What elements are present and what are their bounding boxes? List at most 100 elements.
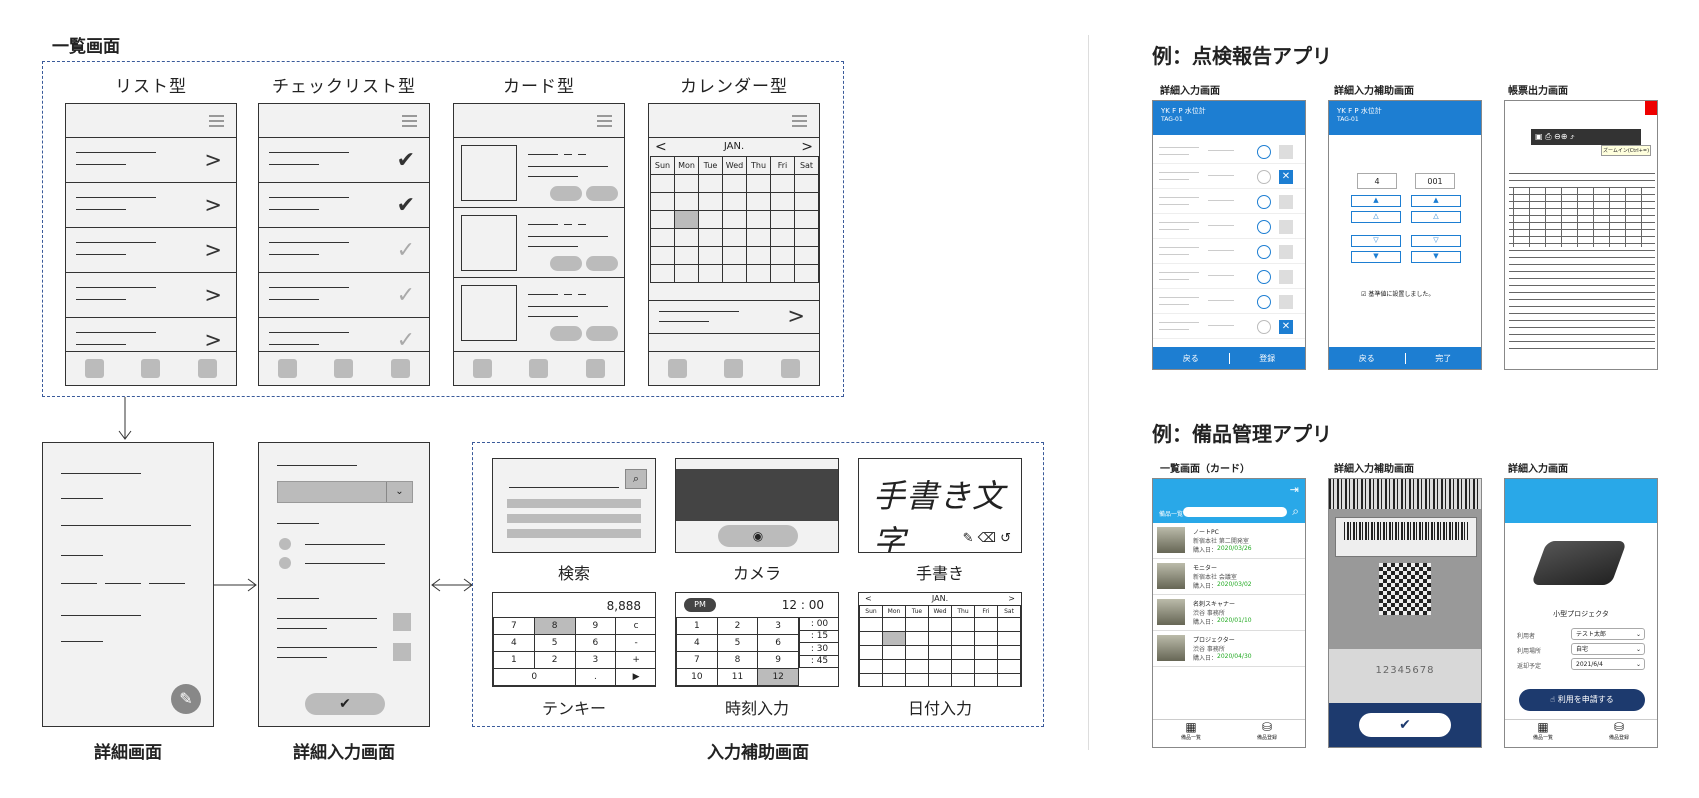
date-day-cell[interactable] — [974, 617, 998, 632]
tab-equipment-register[interactable]: ⛁備品登録 — [1229, 720, 1305, 747]
date-day-cell[interactable] — [951, 645, 975, 660]
increment-button[interactable]: ▲ — [1411, 195, 1461, 207]
apply-button[interactable]: ☝ 利用を申請する — [1519, 689, 1645, 711]
ng-button[interactable] — [1279, 195, 1293, 209]
field-select[interactable]: 自宅⌄ — [1571, 643, 1645, 655]
field-select[interactable]: 2021/6/4⌄ — [1571, 658, 1645, 670]
decrement-button[interactable]: ▼ — [1411, 251, 1461, 263]
ok-button[interactable] — [1257, 295, 1271, 309]
hour-key[interactable]: 6 — [758, 635, 799, 652]
ng-button[interactable] — [1279, 295, 1293, 309]
tenkey-key[interactable]: . — [575, 669, 617, 686]
exit-icon[interactable]: ⇥ — [1289, 483, 1299, 496]
date-day-cell[interactable] — [928, 617, 952, 632]
tenkey-key[interactable]: 7 — [494, 618, 535, 635]
date-day-cell[interactable] — [928, 673, 952, 686]
date-day-cell[interactable] — [928, 659, 952, 674]
ok-button[interactable] — [1257, 170, 1271, 184]
ng-button[interactable] — [1279, 220, 1293, 234]
date-day-cell[interactable] — [882, 631, 906, 646]
date-day-cell[interactable] — [882, 645, 906, 660]
hour-key[interactable]: 1 — [677, 618, 718, 635]
tenkey-key[interactable]: 5 — [534, 635, 576, 652]
tenkey-key[interactable]: ▶ — [616, 669, 655, 686]
tab-equipment-register[interactable]: ⛁備品登録 — [1581, 720, 1657, 747]
date-day-cell[interactable] — [882, 617, 906, 632]
value-a-field[interactable]: 4 — [1357, 173, 1397, 189]
date-day-cell[interactable] — [974, 645, 998, 660]
confirm-check-button[interactable]: ✔ — [1359, 713, 1451, 737]
ok-button[interactable] — [1257, 220, 1271, 234]
date-day-cell[interactable] — [997, 617, 1021, 632]
date-day-cell[interactable] — [951, 617, 975, 632]
minute-key[interactable]: : 45 — [800, 656, 838, 668]
ng-button[interactable]: ✕ — [1279, 320, 1293, 334]
date-day-cell[interactable] — [859, 645, 883, 660]
tenkey-key[interactable]: 9 — [575, 618, 617, 635]
date-day-cell[interactable] — [974, 673, 998, 686]
ok-button[interactable] — [1257, 195, 1271, 209]
search-icon[interactable]: ⌕ — [1292, 504, 1299, 518]
hour-key[interactable]: 2 — [717, 618, 759, 635]
tenkey-key[interactable]: c — [616, 618, 655, 635]
date-day-cell[interactable] — [997, 631, 1021, 646]
minute-key[interactable]: : 15 — [800, 631, 838, 643]
hour-key[interactable]: 8 — [717, 652, 759, 669]
tab-equipment-list[interactable]: ▦備品一覧 — [1505, 720, 1581, 747]
ng-button[interactable] — [1279, 270, 1293, 284]
date-day-cell[interactable] — [905, 631, 929, 646]
tenkey-key[interactable]: - — [616, 635, 655, 652]
ng-button[interactable]: ✕ — [1279, 170, 1293, 184]
tab-equipment-list[interactable]: ▦備品一覧 — [1153, 720, 1229, 747]
back-button[interactable]: 戻る — [1329, 352, 1406, 364]
ok-button[interactable] — [1257, 245, 1271, 259]
hour-key[interactable]: 12 — [758, 669, 799, 686]
back-button[interactable]: 戻る — [1153, 352, 1230, 364]
date-day-cell[interactable] — [951, 631, 975, 646]
date-day-cell[interactable] — [928, 645, 952, 660]
hour-key[interactable]: 7 — [677, 652, 718, 669]
value-b-field[interactable]: 001 — [1415, 173, 1455, 189]
hour-key[interactable]: ▶ — [677, 686, 718, 687]
increment-button[interactable]: ▲ — [1351, 195, 1401, 207]
date-day-cell[interactable] — [859, 631, 883, 646]
checkbox-icon[interactable]: ☑ — [1361, 291, 1367, 298]
date-day-cell[interactable] — [974, 631, 998, 646]
minute-key[interactable]: : 00 — [800, 618, 838, 631]
done-button[interactable]: 完了 — [1435, 353, 1452, 363]
date-day-cell[interactable] — [905, 673, 929, 686]
date-day-cell[interactable] — [859, 617, 883, 632]
date-day-cell[interactable] — [997, 645, 1021, 660]
date-day-cell[interactable] — [859, 659, 883, 674]
tenkey-key[interactable]: 0 — [494, 669, 576, 686]
date-day-cell[interactable] — [882, 659, 906, 674]
minute-key[interactable]: : 30 — [800, 643, 838, 656]
hour-key[interactable]: 5 — [717, 635, 759, 652]
tenkey-key[interactable]: 8 — [534, 618, 576, 635]
date-day-cell[interactable] — [997, 673, 1021, 686]
decrement-button[interactable]: ▼ — [1351, 251, 1401, 263]
tenkey-key[interactable]: 2 — [534, 652, 576, 669]
date-day-cell[interactable] — [905, 659, 929, 674]
ok-button[interactable] — [1257, 145, 1271, 159]
date-day-cell[interactable] — [905, 617, 929, 632]
date-day-cell[interactable] — [974, 659, 998, 674]
hour-key[interactable]: 4 — [677, 635, 718, 652]
tenkey-key[interactable]: + — [616, 652, 655, 669]
date-day-cell[interactable] — [997, 659, 1021, 674]
ok-button[interactable] — [1257, 270, 1271, 284]
date-day-cell[interactable] — [859, 673, 883, 686]
register-button[interactable]: 登録 — [1259, 353, 1276, 363]
tenkey-key[interactable]: 3 — [575, 652, 617, 669]
increment-button[interactable]: △ — [1351, 211, 1401, 223]
hour-key[interactable]: 9 — [758, 652, 799, 669]
ng-button[interactable] — [1279, 245, 1293, 259]
list-item[interactable]: 名刺スキャナー渋谷 事務所購入日：2020/01/10 — [1153, 595, 1305, 631]
field-select[interactable]: テスト太郎⌄ — [1571, 628, 1645, 640]
date-day-cell[interactable] — [882, 673, 906, 686]
hour-key[interactable]: 11 — [717, 669, 759, 686]
date-day-cell[interactable] — [951, 659, 975, 674]
list-item[interactable]: プロジェクター渋谷 事務所購入日：2020/04/30 — [1153, 631, 1305, 667]
ok-button[interactable] — [1257, 320, 1271, 334]
